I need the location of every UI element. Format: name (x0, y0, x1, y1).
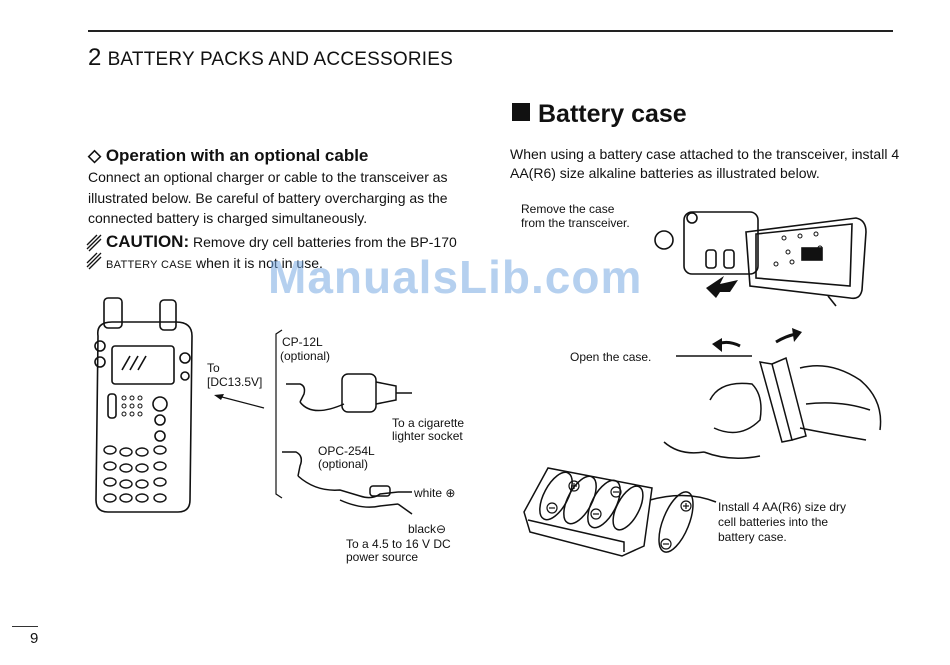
open-right-arrow-head (792, 328, 802, 342)
caution-text-1: Remove dry cell batteries from the BP-17… (193, 234, 457, 250)
remove-case-illustration (654, 211, 867, 307)
caution-text-2: when it is not in use. (196, 255, 323, 271)
open-case-illustration (663, 355, 882, 459)
remove-case-label-2: from the transceiver. (521, 216, 630, 230)
open-right-arrow (775, 332, 797, 344)
chapter-title: BATTERY PACKS AND ACCESSORIES (107, 49, 454, 70)
install-label-2: cell batteries into the (718, 515, 829, 529)
open-case-label: Open the case. (570, 350, 652, 364)
cp12l-optional-label: (optional) (280, 349, 331, 363)
watermark: ManualsLib.com (268, 251, 643, 303)
cp12l-label: CP-12L (282, 335, 323, 349)
chapter-number: 2 (88, 44, 102, 71)
battery-case-paragraph: When using a battery case attached to th… (510, 146, 900, 181)
dc-arrow-head (214, 394, 224, 400)
diamond-icon: ◇ (88, 146, 102, 165)
caution-battery-case: BATTERY CASE (106, 259, 193, 271)
page-number: 9 (30, 630, 39, 647)
caution-note: CAUTION: Remove dry cell batteries from … (106, 231, 478, 276)
transceiver-illustration (94, 297, 193, 513)
install-label-1: Install 4 AA(R6) size dry (718, 500, 847, 514)
power-source-label-1: To a 4.5 to 16 V DC (346, 537, 451, 551)
cigarette-label-2: lighter socket (392, 429, 463, 443)
caution-label: CAUTION: (106, 232, 190, 251)
open-left-arrow (717, 340, 741, 348)
white-wire-label: white ⊕ (414, 486, 456, 500)
battery-case-title: Battery case (538, 100, 687, 128)
black-wire-label: black⊖ (408, 522, 447, 536)
dc-arrow-line (217, 395, 265, 409)
section-heading-battery-case: Battery case (512, 100, 687, 129)
opc254l-label: OPC-254L (318, 444, 375, 458)
header-rule (88, 30, 893, 32)
optional-cable-paragraph: Connect an optional charger or cable to … (88, 169, 448, 226)
remove-case-label-1: Remove the case (521, 202, 615, 216)
footer-rule (12, 626, 38, 627)
battery-cells (539, 471, 694, 553)
to-label: To (207, 361, 220, 375)
dc-voltage-label: [DC13.5V] (207, 375, 263, 389)
install-batteries-illustration (523, 467, 717, 557)
power-source-label-2: power source (346, 550, 419, 564)
install-label-3: battery case. (718, 530, 787, 544)
section-heading-optional-cable: ◇ Operation with an optional cable (88, 146, 368, 166)
push-arrow-icon (706, 276, 738, 298)
opc254l-optional-label: (optional) (318, 457, 369, 471)
cigarette-label-1: To a cigarette (392, 416, 465, 430)
heading-text: Operation with an optional cable (105, 146, 369, 165)
caution-hatch-icon (86, 234, 102, 270)
cp12l-cigarette-cable-illustration (286, 373, 412, 413)
square-bullet-icon (512, 103, 530, 121)
open-left-arrow-head (712, 338, 722, 352)
